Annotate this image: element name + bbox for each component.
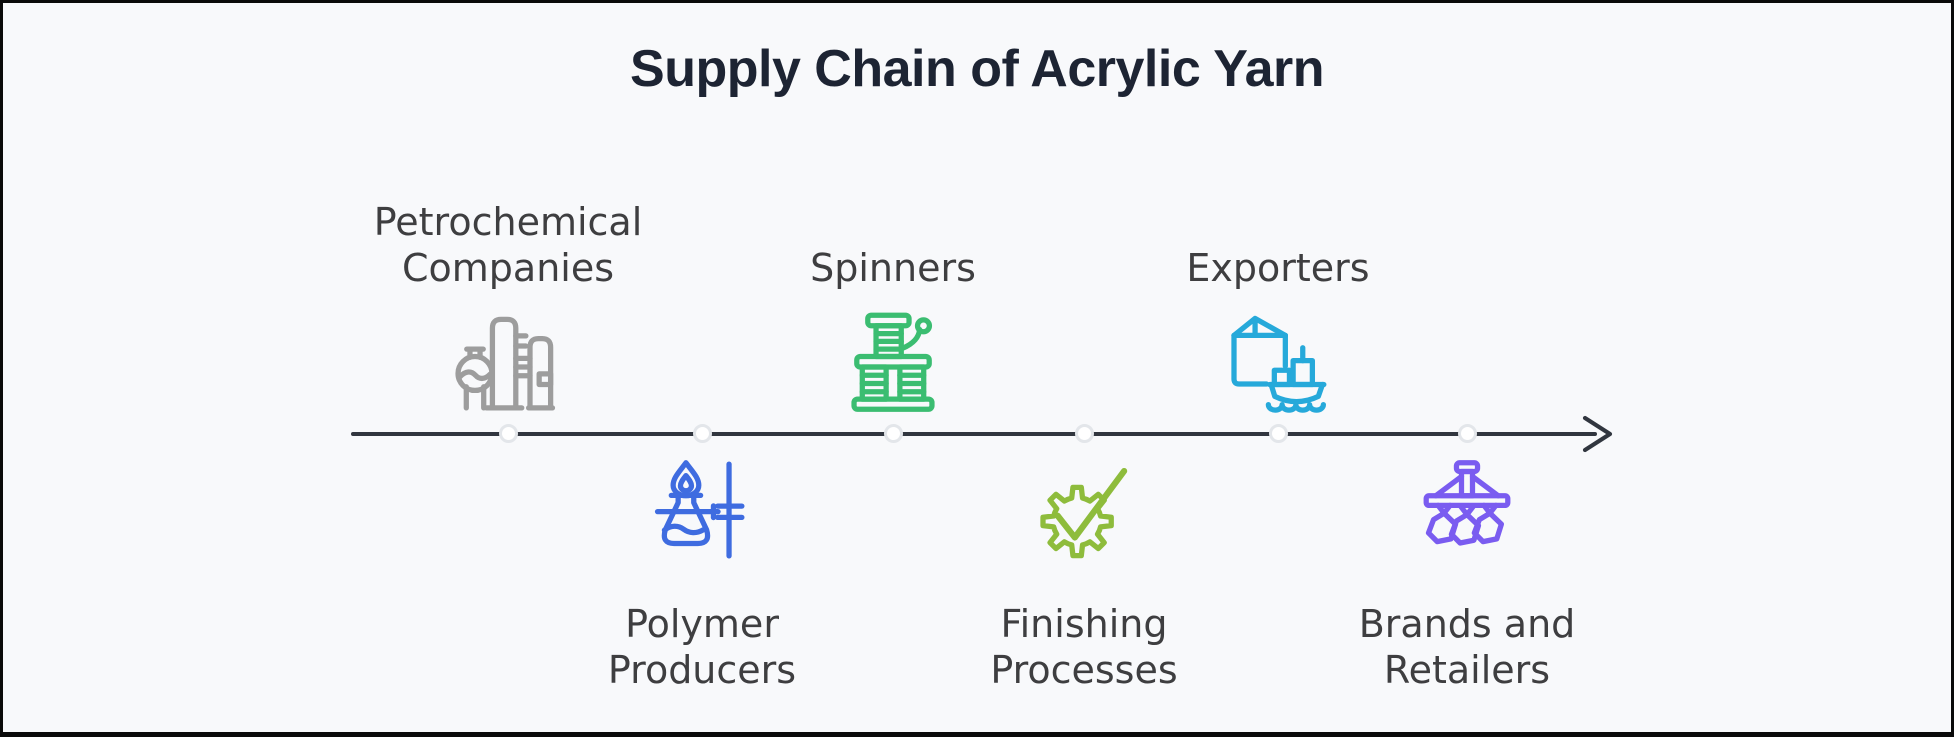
stage-polymer-producers: Polymer Producers bbox=[582, 455, 822, 693]
stage-label: Polymer Producers bbox=[607, 602, 797, 692]
timeline-dot bbox=[1075, 424, 1094, 443]
stage-exporters: Exporters bbox=[1128, 145, 1428, 417]
gear-check-icon bbox=[1029, 455, 1139, 565]
timeline-dot bbox=[499, 424, 518, 443]
refinery-icon bbox=[453, 307, 563, 417]
flask-burner-icon bbox=[647, 455, 757, 565]
timeline-dot bbox=[1269, 424, 1288, 443]
stage-label: Petrochemical Companies bbox=[373, 200, 643, 290]
timeline-dot bbox=[884, 424, 903, 443]
stage-petrochemical-companies: Petrochemical Companies bbox=[348, 145, 668, 417]
timeline-line bbox=[351, 432, 1597, 436]
garment-rack-icon bbox=[1412, 455, 1522, 565]
stage-label: Spinners bbox=[810, 246, 976, 290]
stage-label: Exporters bbox=[1186, 246, 1370, 290]
stage-finishing-processes: Finishing Processes bbox=[964, 455, 1204, 693]
stage-spinners: Spinners bbox=[743, 145, 1043, 417]
timeline-dot bbox=[1458, 424, 1477, 443]
stage-brands-and-retailers: Brands and Retailers bbox=[1337, 455, 1597, 693]
stage-label: Brands and Retailers bbox=[1358, 602, 1576, 692]
timeline-dot bbox=[693, 424, 712, 443]
package-ship-icon bbox=[1223, 307, 1333, 417]
page-title: Supply Chain of Acrylic Yarn bbox=[630, 40, 1324, 98]
stage-label: Finishing Processes bbox=[990, 602, 1178, 692]
spinning-bobbin-icon bbox=[838, 307, 948, 417]
arrowhead-icon bbox=[1579, 410, 1619, 462]
